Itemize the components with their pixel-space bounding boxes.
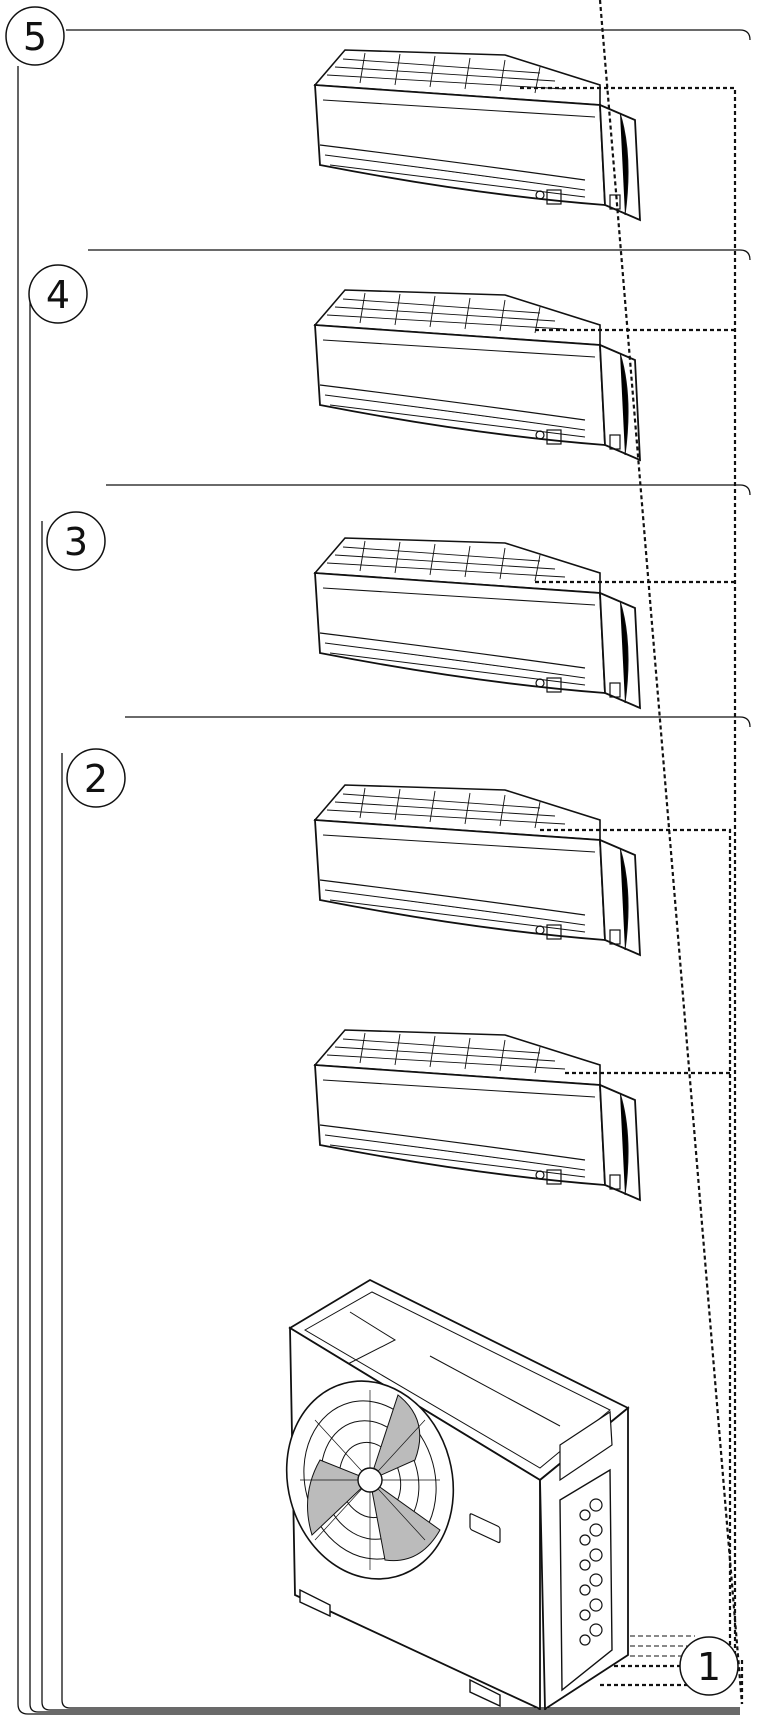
badge-1-label: 1 <box>697 1645 721 1689</box>
badge-5: 5 <box>5 6 65 66</box>
badge-4-label: 4 <box>46 273 70 317</box>
badge-5-label: 5 <box>23 15 47 59</box>
indoor-unit-icon <box>314 537 641 709</box>
indoor-unit-icon <box>314 784 641 956</box>
group-bracket-5 <box>17 29 751 1715</box>
badge-4: 4 <box>28 264 88 324</box>
group-bracket-4 <box>29 249 751 1713</box>
badge-1: 1 <box>679 1636 739 1696</box>
indoor-unit-icon <box>314 1029 641 1201</box>
indoor-unit-icon <box>314 49 641 221</box>
group-bracket-2 <box>61 716 751 1709</box>
badge-3: 3 <box>46 511 106 571</box>
group-bracket-3 <box>41 484 751 1711</box>
outdoor-unit-icon <box>285 1278 630 1711</box>
badge-3-label: 3 <box>64 520 88 564</box>
badge-2: 2 <box>66 748 126 808</box>
badge-2-label: 2 <box>84 757 108 801</box>
indoor-unit-icon <box>314 289 641 461</box>
